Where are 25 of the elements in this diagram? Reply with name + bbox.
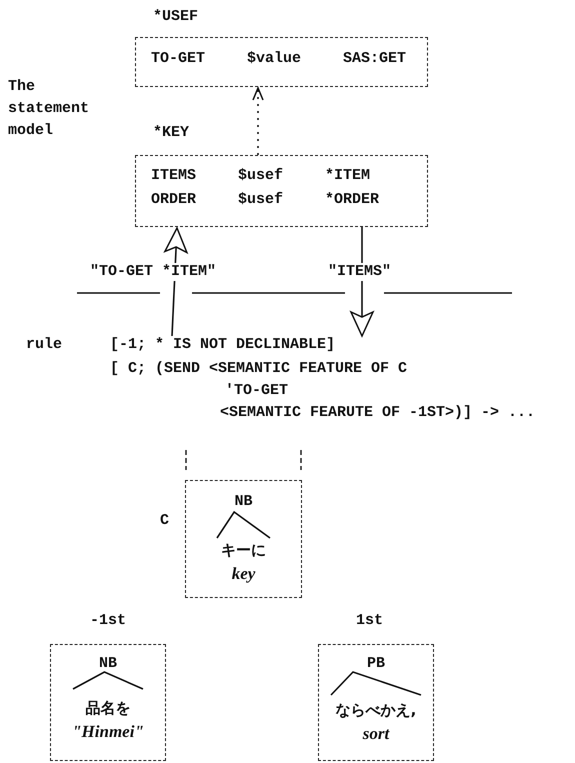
- side-caption: The statement model: [8, 77, 90, 141]
- rule-text: [-1; * IS NOT DECLINABLE]: [110, 336, 336, 354]
- side-label: C: [160, 512, 170, 530]
- heading: *USEF: [153, 8, 198, 26]
- gloss-text: key: [232, 565, 256, 583]
- record-fields: ITEMS $usef *ITEM: [151, 167, 370, 185]
- record-fields: ORDER $usef *ORDER: [151, 191, 380, 209]
- category-label: PB: [367, 655, 385, 673]
- category-label: NB: [99, 655, 117, 673]
- heading: *KEY: [153, 124, 190, 142]
- heading: 1st: [356, 612, 384, 630]
- word-text: 品名を: [86, 699, 130, 717]
- rule-text: [ C; (SEND <SEMANTIC FEATURE OF C: [110, 360, 408, 378]
- category-label: NB: [234, 493, 252, 511]
- rule-text: <SEMANTIC FEARUTE OF -1ST>)] -> ...: [220, 404, 536, 422]
- arrow: [252, 87, 264, 155]
- word-text: ならべかえ,: [336, 701, 416, 719]
- arrow: [350, 227, 374, 337]
- side-label: rule: [26, 336, 62, 354]
- gloss-text: "Hinmei": [72, 723, 144, 741]
- heading: -1st: [90, 612, 126, 630]
- record-fields: TO-GET $value SAS:GET: [151, 50, 406, 68]
- rule-text: 'TO-GET: [225, 382, 288, 400]
- word-text: キーに: [221, 541, 266, 559]
- gloss-text: sort: [362, 725, 390, 743]
